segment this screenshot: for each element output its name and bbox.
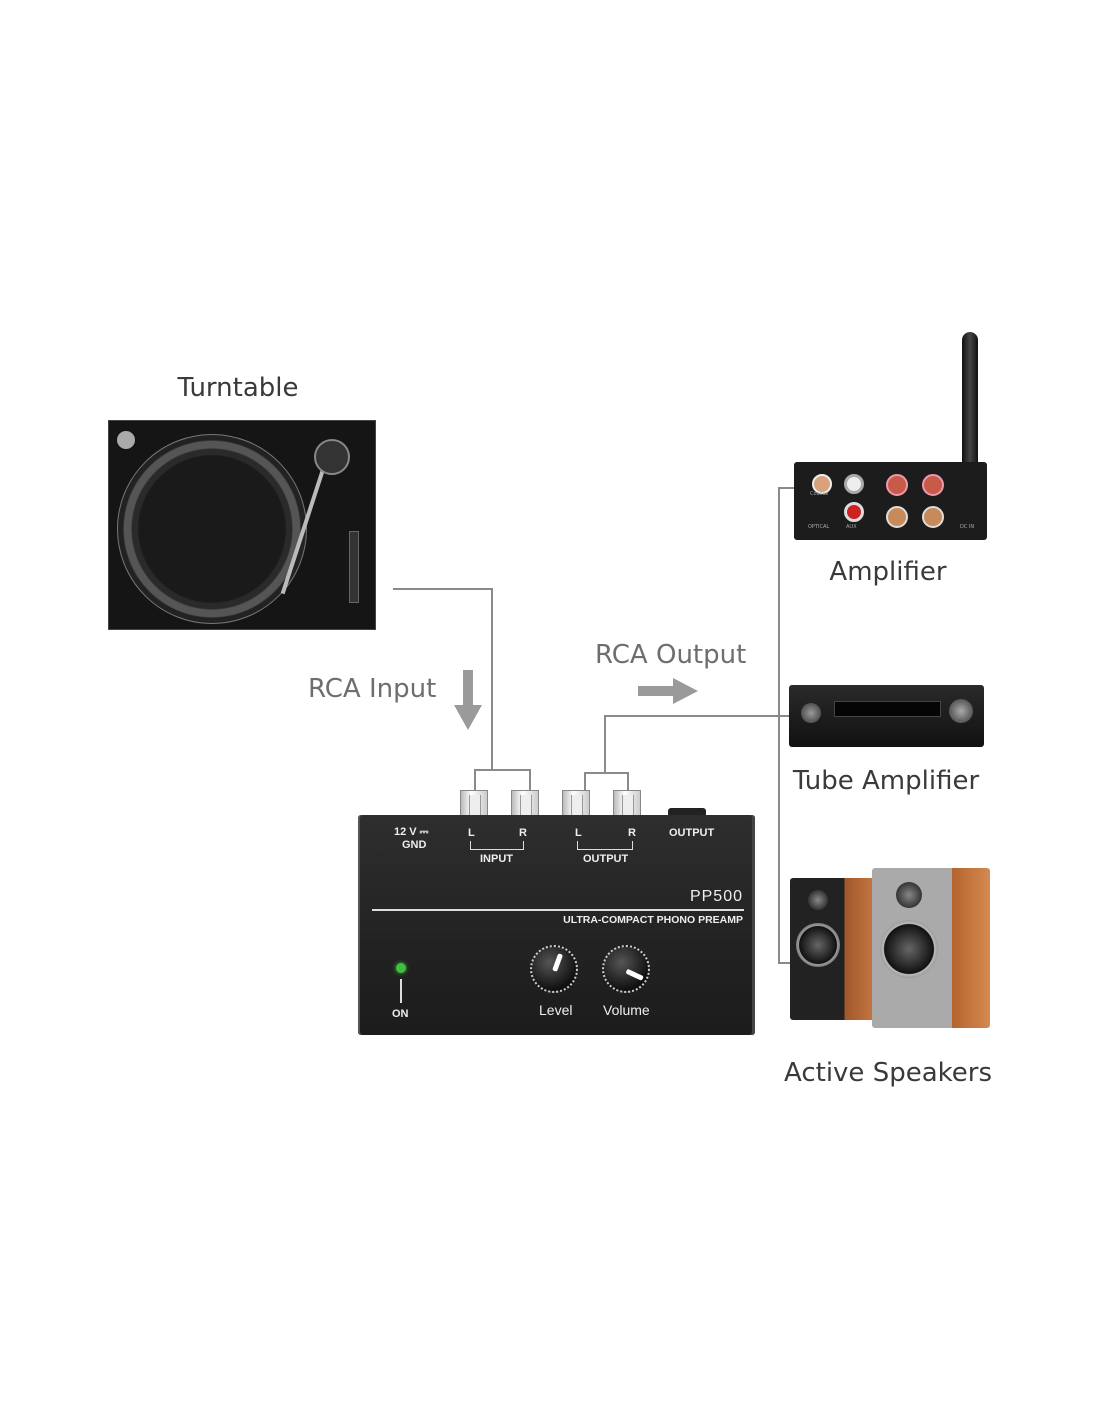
speaker-terminal xyxy=(922,474,944,496)
start-button xyxy=(117,431,135,449)
output-right-label: R xyxy=(628,827,636,839)
turntable-to-preamp-wire xyxy=(393,588,493,770)
tweeter xyxy=(808,890,828,910)
optical-label: OPTICAL xyxy=(808,524,830,530)
woofer xyxy=(796,923,840,967)
output-label: OUTPUT xyxy=(583,853,629,865)
aux-label: AUX xyxy=(846,524,857,530)
output-left-jack[interactable] xyxy=(562,790,590,817)
speaker-right xyxy=(872,868,990,1028)
dc-label: DC IN xyxy=(960,524,975,530)
gnd-label: GND xyxy=(402,839,427,851)
input-right-label: R xyxy=(519,827,527,839)
on-label: ON xyxy=(392,1008,409,1020)
tube-amplifier-image xyxy=(789,685,984,747)
input-left-jack[interactable] xyxy=(460,790,488,817)
coaxial-jack xyxy=(812,474,832,494)
output-left-label: L xyxy=(575,827,582,839)
tonearm-base xyxy=(314,439,350,475)
speaker-terminal xyxy=(922,506,944,528)
amplifier-image: Coaxial OPTICAL AUX DC IN xyxy=(794,462,987,540)
output-bus-wire xyxy=(778,487,800,964)
output-split-wire xyxy=(584,772,629,795)
input-knob xyxy=(801,703,821,723)
platter xyxy=(117,434,307,624)
level-knob[interactable] xyxy=(530,945,578,993)
output-right-jack[interactable] xyxy=(613,790,641,817)
level-label: Level xyxy=(539,1002,573,1018)
volume-label: Volume xyxy=(603,1002,650,1018)
input-split-wire xyxy=(474,769,531,795)
turntable-label: Turntable xyxy=(177,373,299,403)
preamp-to-outputs-wire xyxy=(604,715,790,773)
antenna xyxy=(962,332,978,472)
speaker-terminal xyxy=(886,506,908,528)
model-name: PP500 xyxy=(689,888,743,905)
pitch-slider xyxy=(349,531,359,603)
subtitle: ULTRA-COMPACT PHONO PREAMP xyxy=(563,914,743,926)
display xyxy=(834,701,941,717)
right-arrow-icon xyxy=(638,678,698,704)
headphone-output-label: OUTPUT xyxy=(669,827,715,839)
amplifier-label: Amplifier xyxy=(829,557,947,587)
tweeter xyxy=(896,882,922,908)
power-label: 12 V ⎓ xyxy=(394,826,429,838)
input-bracket xyxy=(470,841,524,850)
aux-jack-red xyxy=(844,502,864,522)
rca-output-label: RCA Output xyxy=(595,640,747,670)
phono-preamp: 12 V ⎓ GND L R INPUT L R OUTPUT OUTPUT P… xyxy=(358,815,755,1035)
aux-jack-white xyxy=(844,474,864,494)
down-arrow-icon xyxy=(454,670,482,730)
input-right-jack[interactable] xyxy=(511,790,539,817)
woofer xyxy=(880,920,938,978)
divider-line xyxy=(372,909,744,911)
rca-input-label: RCA Input xyxy=(308,674,437,704)
power-switch[interactable] xyxy=(400,979,402,1003)
input-label: INPUT xyxy=(480,853,513,865)
volume-knob[interactable] xyxy=(602,945,650,993)
coaxial-label: Coaxial xyxy=(810,491,829,497)
speaker-terminal xyxy=(886,474,908,496)
headphone-jack[interactable] xyxy=(668,808,706,817)
volume-knob xyxy=(949,699,973,723)
output-bracket xyxy=(577,841,633,850)
tube-amplifier-label: Tube Amplifier xyxy=(792,766,980,796)
power-led xyxy=(396,963,406,973)
turntable-image xyxy=(108,420,376,630)
input-left-label: L xyxy=(468,827,475,839)
active-speakers-label: Active Speakers xyxy=(784,1058,992,1088)
speaker-left xyxy=(790,878,878,1020)
